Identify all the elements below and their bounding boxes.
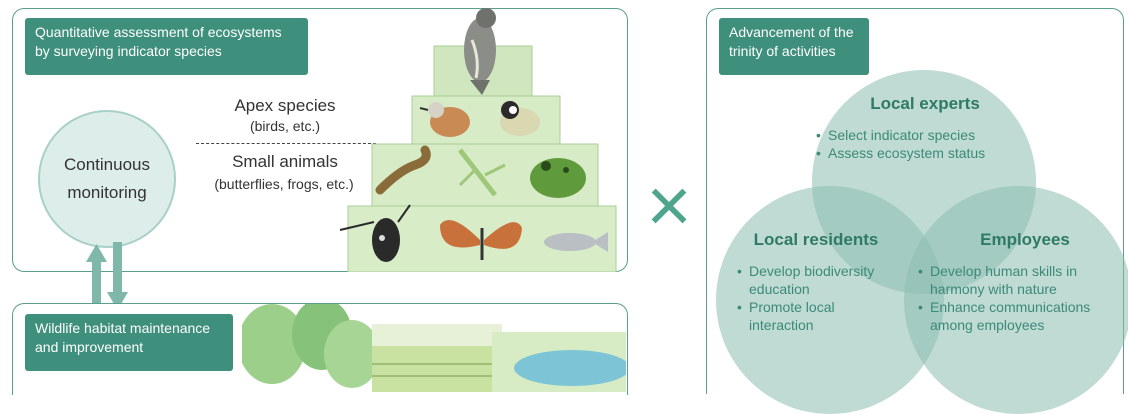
trinity-tag-line-2: trinity of activities	[729, 42, 859, 61]
species-pyramid-illustration	[330, 0, 624, 272]
habitat-landscape-illustration	[242, 304, 626, 392]
residents-item-2-line-2: interaction	[749, 317, 814, 333]
local-residents-item: Develop biodiversity education	[737, 262, 912, 298]
pond-area	[492, 332, 626, 392]
residents-item-1-line-2: education	[749, 281, 810, 297]
employees-item-1-line-2: harmony with nature	[930, 281, 1057, 297]
local-experts-list: Select indicator species Assess ecosyste…	[816, 126, 1036, 162]
local-experts-item: Assess ecosystem status	[816, 144, 1036, 162]
employees-item-2-line-2: among employees	[930, 317, 1044, 333]
habitat-tag-line-1: Wildlife habitat maintenance	[35, 319, 223, 338]
frog-icon	[530, 158, 586, 198]
trinity-tag: Advancement of the trinity of activities	[719, 18, 869, 75]
monitoring-line-2: monitoring	[67, 179, 146, 207]
local-experts-item: Select indicator species	[816, 126, 1036, 144]
habitat-tag: Wildlife habitat maintenance and improve…	[25, 314, 233, 371]
employees-list: Develop human skills in harmony with nat…	[918, 262, 1126, 334]
employees-item-2-line-1: Enhance communications	[930, 299, 1090, 315]
arrow-down-icon	[107, 242, 128, 310]
residents-item-1-line-1: Develop biodiversity	[749, 263, 874, 279]
assessment-tag-line-1: Quantitative assessment of ecosystems	[35, 23, 298, 42]
assessment-tag: Quantitative assessment of ecosystems by…	[25, 18, 308, 75]
field-area	[372, 324, 502, 392]
habitat-tag-line-2: and improvement	[35, 338, 223, 357]
local-residents-title: Local residents	[726, 230, 906, 250]
employees-item: Develop human skills in harmony with nat…	[918, 262, 1126, 298]
employees-title: Employees	[940, 230, 1110, 250]
forest-trees	[242, 304, 380, 388]
local-experts-title: Local experts	[840, 94, 1010, 114]
residents-item-2-line-1: Promote local	[749, 299, 835, 315]
local-residents-list: Develop biodiversity education Promote l…	[737, 262, 912, 334]
monitoring-line-1: Continuous	[64, 151, 150, 179]
arrow-up-icon	[86, 244, 107, 312]
multiply-operator: ×	[636, 172, 702, 242]
assessment-tag-line-2: by surveying indicator species	[35, 42, 298, 61]
local-residents-item: Promote local interaction	[737, 298, 912, 334]
continuous-monitoring-circle: Continuous monitoring	[38, 110, 176, 248]
employees-item-1-line-1: Develop human skills in	[930, 263, 1077, 279]
employees-item: Enhance communications among employees	[918, 298, 1126, 334]
trinity-tag-line-1: Advancement of the	[729, 23, 859, 42]
